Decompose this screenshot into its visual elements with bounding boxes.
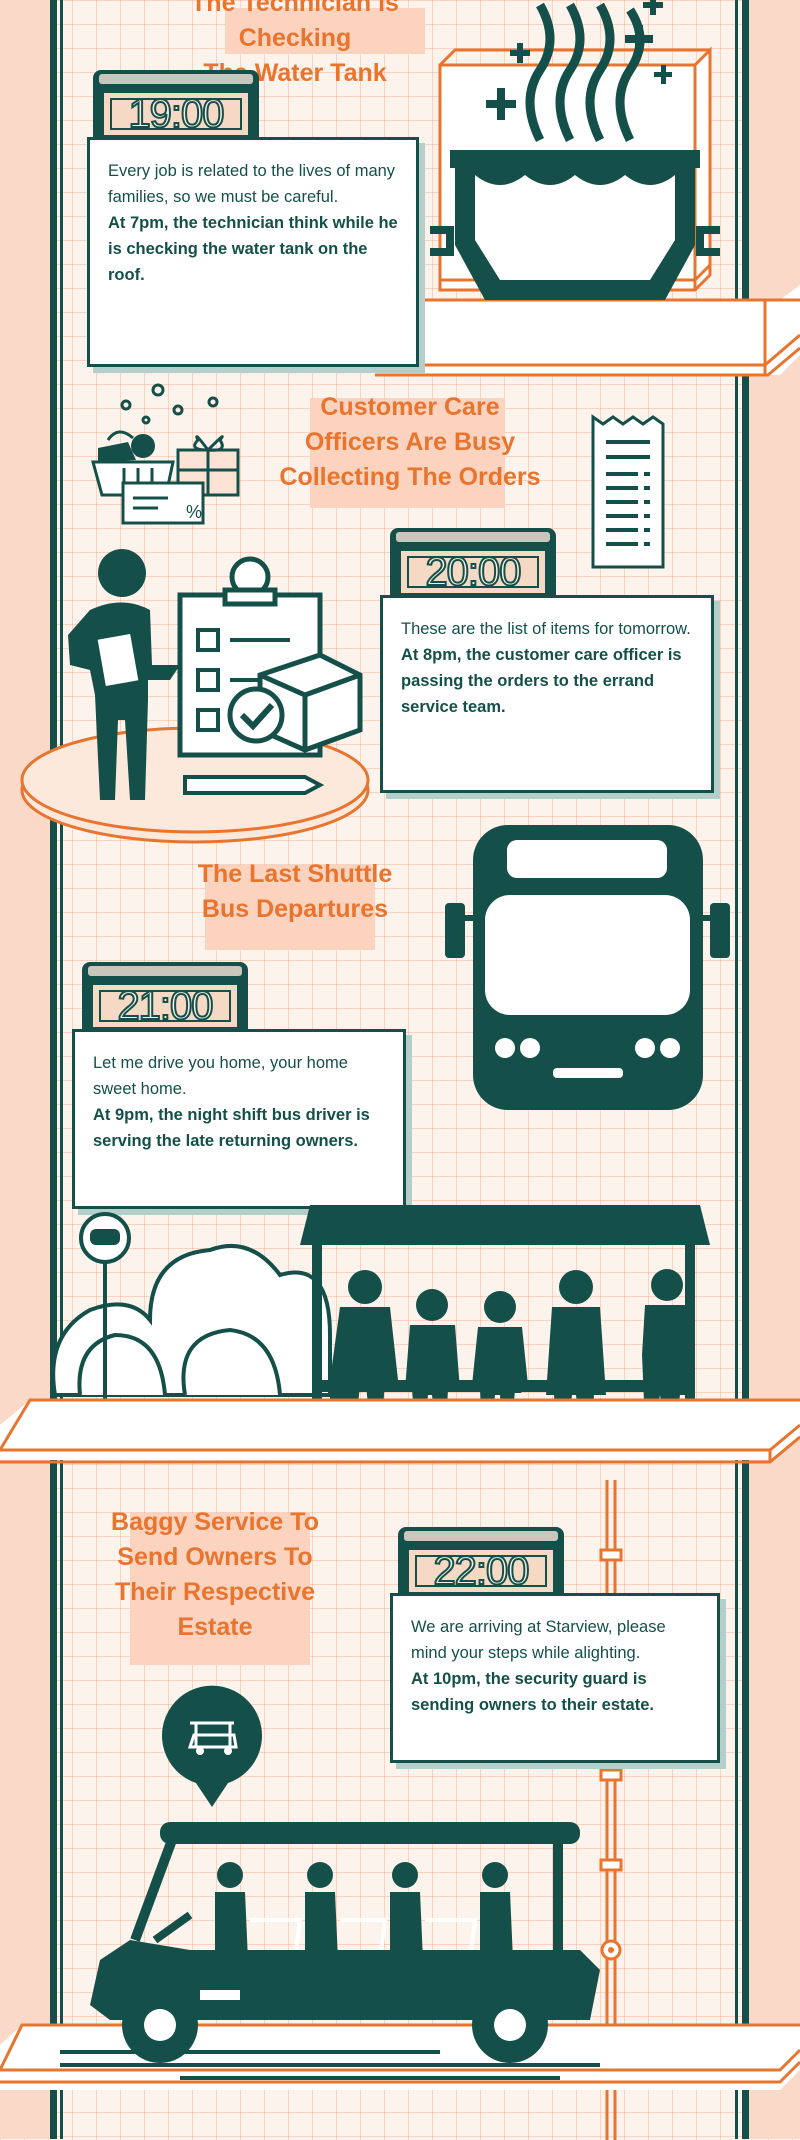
clock-22: 22:00 [398,1527,564,1603]
clock-19: 19:00 [93,70,259,146]
clock-20: 20:00 [390,528,556,604]
bus-icon [445,825,730,1110]
quote-text: We are arriving at Starview, please mind… [411,1618,666,1662]
caption-text: At 7pm, the technician think while he is… [108,214,398,284]
receipt-icon [591,414,665,569]
caption-text: At 9pm, the night shift bus driver is se… [93,1106,370,1150]
clock-time: 20:00 [407,549,539,595]
left-wall-band [0,0,54,2139]
location-pin-icon [162,1685,262,1807]
caption-text: At 10pm, the security guard is sending o… [411,1670,654,1714]
quote-text: Let me drive you home, your home sweet h… [93,1054,348,1098]
shopping-basket-icon: % [91,383,240,525]
caption-text: At 8pm, the customer care officer is pas… [401,646,682,716]
clock-time: 22:00 [415,1548,547,1594]
card-section-2: These are the list of items for tomorrow… [380,595,714,793]
card-section-1: Every job is related to the lives of man… [87,137,419,367]
card-section-3: Let me drive you home, your home sweet h… [72,1029,406,1209]
left-pillar-inner [60,0,63,2139]
water-tank-icon [430,0,720,300]
clock-21: 21:00 [82,962,248,1038]
card-section-4: We are arriving at Starview, please mind… [390,1593,720,1763]
clock-time: 21:00 [99,983,231,1029]
quote-text: Every job is related to the lives of man… [108,162,396,206]
svg-text:%: % [186,502,202,522]
floor-shelf [0,1398,800,1464]
quote-text: These are the list of items for tomorrow… [401,620,691,638]
clock-time: 19:00 [110,91,242,137]
left-pillar [50,0,57,2139]
right-pillar [742,0,749,2139]
bus-stop-icon [51,1205,710,1432]
clipboard-person-icon [20,549,370,844]
right-pillar-inner [735,0,738,2139]
buggy-icon [60,1822,600,2080]
